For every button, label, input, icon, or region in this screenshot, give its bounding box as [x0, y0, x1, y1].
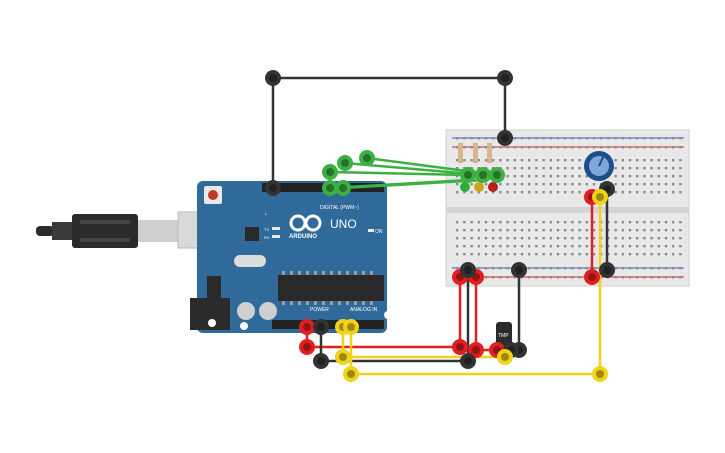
wire-endpoint-core	[363, 154, 371, 162]
wire-endpoint-core	[456, 343, 464, 351]
wire-endpoint-core	[596, 193, 604, 201]
wire-endpoint-core	[341, 159, 349, 167]
on-label: ON	[375, 229, 383, 235]
tx-label: TX	[264, 227, 269, 232]
wire-endpoint[interactable]	[511, 262, 527, 278]
wire-endpoint-core	[269, 184, 277, 192]
wire-endpoint[interactable]	[359, 150, 375, 166]
sensor-label: TMP	[498, 333, 509, 339]
wire-endpoint-core	[479, 171, 487, 179]
wire-endpoint[interactable]	[599, 262, 615, 278]
wire-endpoint-core	[588, 273, 596, 281]
wire-endpoint[interactable]	[335, 349, 351, 365]
resistors	[458, 143, 492, 163]
l-label: L	[265, 211, 268, 216]
wire-endpoint[interactable]	[322, 180, 338, 196]
wire-endpoint[interactable]	[460, 353, 476, 369]
wire-endpoint[interactable]	[497, 130, 513, 146]
wire-endpoint-core	[472, 346, 480, 354]
wire-endpoint-core	[501, 353, 509, 361]
wire-endpoint-core	[326, 184, 334, 192]
wire-endpoint[interactable]	[460, 167, 476, 183]
wire-endpoints	[265, 70, 615, 382]
wire-endpoint-core	[596, 370, 604, 378]
usb-plug-icon	[36, 211, 225, 249]
led-yellow[interactable]	[474, 182, 484, 192]
wire-endpoint[interactable]	[313, 353, 329, 369]
wire-endpoint-core	[339, 184, 347, 192]
wire-endpoint-core	[501, 74, 509, 82]
wire-endpoint-core	[515, 266, 523, 274]
wire-endpoint-core	[464, 266, 472, 274]
reset-button[interactable]	[208, 190, 218, 200]
wire-endpoint-core	[326, 168, 334, 176]
wire-endpoint[interactable]	[313, 319, 329, 335]
wire-endpoint-core	[501, 134, 509, 142]
wire-endpoint-core	[269, 74, 277, 82]
wire-endpoint[interactable]	[592, 189, 608, 205]
wire-endpoint-core	[303, 323, 311, 331]
wire-endpoint[interactable]	[265, 70, 281, 86]
wire-endpoint[interactable]	[335, 180, 351, 196]
wire-endpoint-core	[603, 266, 611, 274]
led-red[interactable]	[488, 182, 498, 192]
wire-endpoint[interactable]	[592, 366, 608, 382]
power-label: POWER	[310, 307, 329, 313]
arduino-uno-board[interactable]: ARDUINO UNO DIGITAL (PWM~) POWER ANALOG …	[190, 181, 392, 333]
wire-endpoint-core	[464, 357, 472, 365]
breadboard-holes	[456, 137, 682, 279]
arduino-brand: ARDUINO	[289, 234, 317, 240]
wire-endpoint[interactable]	[452, 339, 468, 355]
wire-endpoint[interactable]	[322, 164, 338, 180]
wire-endpoint-core	[303, 343, 311, 351]
digital-label: DIGITAL (PWM~)	[320, 205, 359, 211]
potentiometer-knob-icon[interactable]	[584, 151, 614, 181]
wire-endpoint-core	[317, 323, 325, 331]
breadboard[interactable]	[445, 129, 690, 287]
wire-endpoint[interactable]	[584, 269, 600, 285]
wire-endpoint[interactable]	[497, 349, 513, 365]
arduino-infinity-logo-icon	[289, 214, 322, 232]
analog-label: ANALOG IN	[350, 307, 378, 313]
wire-endpoint-core	[464, 171, 472, 179]
wire-endpoint[interactable]	[497, 70, 513, 86]
wire-endpoint-core	[347, 370, 355, 378]
wire-endpoint[interactable]	[343, 366, 359, 382]
wire-endpoint[interactable]	[265, 180, 281, 196]
wire-endpoint[interactable]	[343, 319, 359, 335]
wire-endpoint[interactable]	[337, 155, 353, 171]
led-green[interactable]	[460, 182, 470, 192]
wire-endpoint[interactable]	[299, 339, 315, 355]
wire-endpoint[interactable]	[460, 262, 476, 278]
wire-endpoint[interactable]	[468, 342, 484, 358]
wire-endpoint[interactable]	[299, 319, 315, 335]
wire-endpoint-core	[493, 171, 501, 179]
temperature-sensor[interactable]: TMP	[496, 322, 512, 346]
rx-label: RX	[264, 235, 270, 240]
arduino-model: UNO	[330, 217, 357, 231]
wire-endpoint[interactable]	[489, 167, 505, 183]
wire-endpoint[interactable]	[475, 167, 491, 183]
wire-endpoint-core	[317, 357, 325, 365]
wire-endpoint-core	[347, 323, 355, 331]
wire-endpoint-core	[339, 353, 347, 361]
